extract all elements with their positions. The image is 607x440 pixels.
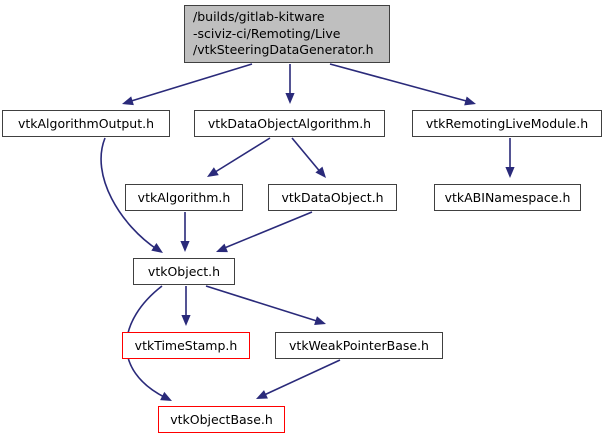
graph-edge-vtkDataObjectAlgorithm-to-vtkAlgorithm [211, 137, 271, 175]
graph-node-vtkObject[interactable]: vtkObject.h [133, 258, 235, 285]
graph-node-vtkAlgorithmOutput[interactable]: vtkAlgorithmOutput.h [2, 110, 170, 137]
graph-arrowhead-vtkAlgorithm-to-vtkObject [180, 241, 190, 252]
graph-arrowhead-vtkAlgorithmOutput-to-vtkObject [151, 243, 163, 253]
graph-edge-vtkObject-to-vtkWeakPointerBase [205, 285, 321, 323]
graph-node-vtkDataObjectAlgorithm[interactable]: vtkDataObjectAlgorithm.h [194, 110, 385, 137]
graph-arrowhead-root-to-vtkDataObjectAlgorithm [285, 93, 295, 104]
graph-edge-vtkDataObject-to-vtkObject [221, 211, 313, 250]
graph-node-vtkAlgorithm[interactable]: vtkAlgorithm.h [125, 184, 243, 211]
graph-arrowhead-vtkDataObject-to-vtkObject [216, 243, 228, 253]
graph-node-vtkObjectBase[interactable]: vtkObjectBase.h [158, 406, 285, 433]
graph-edge-vtkDataObjectAlgorithm-to-vtkDataObject [291, 137, 323, 175]
graph-arrowhead-vtkRemotingLiveModule-to-vtkABINamespace [505, 167, 515, 178]
graph-edge-vtkWeakPointerBase-to-vtkObjectBase [261, 359, 341, 397]
graph-arrowhead-root-to-vtkRemotingLiveModule [464, 96, 476, 106]
graph-arrowhead-root-to-vtkAlgorithmOutput [122, 96, 134, 106]
graph-arrowhead-vtkObject-to-vtkObjectBase [160, 391, 172, 401]
graph-node-root[interactable]: /builds/gitlab-kitware -sciviz-ci/Remoti… [184, 5, 390, 63]
graph-arrowhead-vtkObject-to-vtkTimeStamp [181, 315, 191, 326]
graph-edge-root-to-vtkAlgorithmOutput [127, 63, 253, 103]
graph-node-vtkWeakPointerBase[interactable]: vtkWeakPointerBase.h [275, 332, 443, 359]
graph-arrowhead-vtkWeakPointerBase-to-vtkObjectBase [256, 390, 268, 399]
graph-edge-root-to-vtkRemotingLiveModule [329, 63, 471, 103]
graph-node-vtkDataObject[interactable]: vtkDataObject.h [268, 184, 397, 211]
graph-arrowhead-vtkDataObjectAlgorithm-to-vtkAlgorithm [207, 167, 219, 177]
graph-node-vtkTimeStamp[interactable]: vtkTimeStamp.h [122, 332, 250, 359]
graph-node-vtkRemotingLiveModule[interactable]: vtkRemotingLiveModule.h [412, 110, 602, 137]
graph-arrowhead-vtkDataObjectAlgorithm-to-vtkDataObject [315, 166, 326, 178]
graph-node-vtkABINamespace[interactable]: vtkABINamespace.h [434, 184, 581, 211]
graph-arrowhead-vtkObject-to-vtkWeakPointerBase [314, 316, 326, 325]
